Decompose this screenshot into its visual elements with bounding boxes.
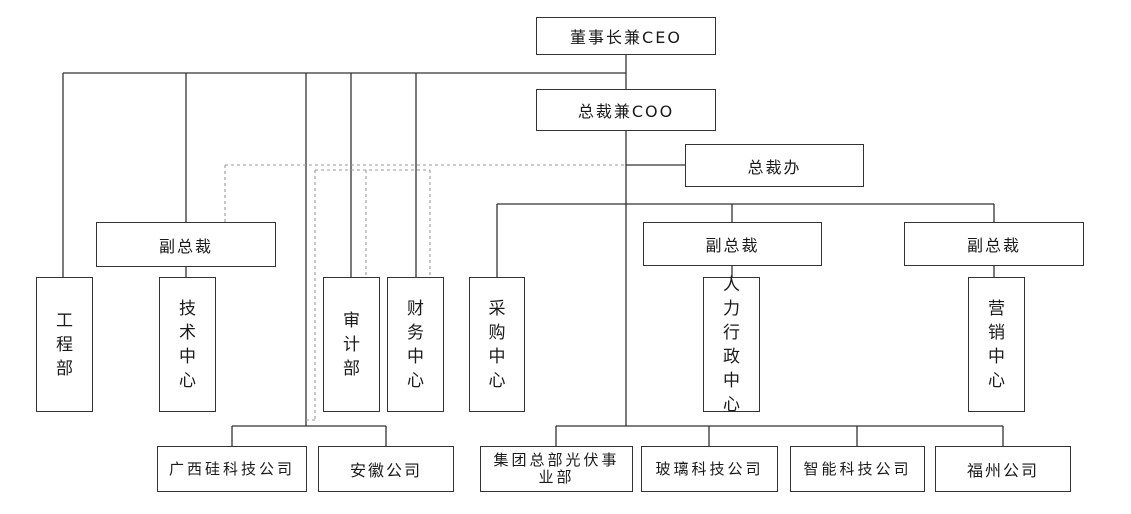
vp-middle-box: 副总裁 (643, 222, 822, 266)
dept-finance-label: 财务中心 (407, 298, 424, 391)
dept-engineering-label: 工程部 (56, 310, 73, 379)
vp-left-box: 副总裁 (96, 222, 276, 267)
dept-procurement: 采购中心 (469, 277, 525, 412)
sub-guangxi: 广西硅科技公司 (157, 446, 307, 492)
president-box: 总裁兼COO (536, 89, 716, 131)
sub-guangxi-label: 广西硅科技公司 (168, 459, 295, 478)
dept-audit-label: 审计部 (343, 310, 360, 379)
dept-hr-admin: 人力行政中心 (703, 275, 760, 415)
vp-right-box: 副总裁 (904, 222, 1084, 266)
vp-middle-label: 副总裁 (705, 236, 760, 255)
dept-marketing: 营销中心 (968, 277, 1025, 412)
dept-audit: 审计部 (323, 277, 380, 412)
sub-anhui: 安徽公司 (318, 446, 454, 492)
dept-engineering: 工程部 (36, 277, 93, 412)
sub-pv-hq: 集团总部光伏事业部 (480, 446, 633, 492)
president-office-label: 总裁办 (747, 157, 802, 177)
sub-smart-label: 智能科技公司 (803, 459, 912, 478)
sub-fuzhou: 福州公司 (935, 446, 1071, 492)
sub-anhui-label: 安徽公司 (349, 461, 422, 480)
vp-right-label: 副总裁 (966, 236, 1021, 255)
chairman-box: 董事长兼CEO (536, 17, 716, 55)
sub-smart: 智能科技公司 (790, 446, 925, 492)
dept-hr-admin-label: 人力行政中心 (723, 274, 740, 415)
vp-left-label: 副总裁 (158, 236, 213, 256)
dept-procurement-label: 采购中心 (488, 298, 506, 391)
dept-tech-center-label: 技术中心 (179, 298, 196, 391)
chairman-label: 董事长兼CEO (570, 28, 682, 47)
sub-glass: 玻璃科技公司 (641, 446, 778, 492)
dept-marketing-label: 营销中心 (988, 298, 1005, 391)
sub-fuzhou-label: 福州公司 (966, 461, 1039, 480)
sub-glass-label: 玻璃科技公司 (655, 459, 764, 478)
sub-pv-hq-label: 集团总部光伏事业部 (493, 451, 620, 486)
president-office-box: 总裁办 (685, 144, 864, 187)
dept-tech-center: 技术中心 (159, 277, 216, 412)
president-label: 总裁兼COO (577, 102, 675, 121)
dept-finance: 财务中心 (387, 277, 444, 412)
